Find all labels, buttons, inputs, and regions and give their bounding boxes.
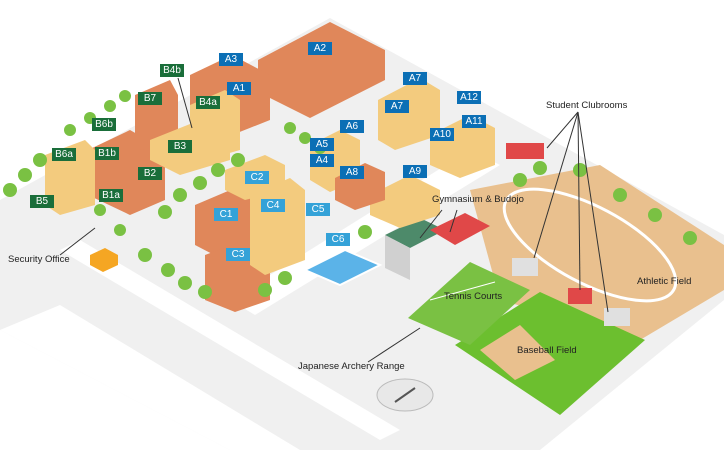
clubroom-3	[604, 308, 630, 326]
building-tag-c6: C6	[326, 233, 350, 246]
building-tag-c3: C3	[226, 248, 250, 261]
building-tag-c2: C2	[245, 171, 269, 184]
building-tag-c1: C1	[214, 208, 238, 221]
building-a2	[258, 22, 385, 118]
baseball-infield	[480, 325, 555, 380]
central-road	[60, 240, 400, 440]
clubroom-1	[512, 258, 538, 276]
building-tag-a10: A10	[430, 128, 454, 141]
label-baseball-field: Baseball Field	[517, 345, 577, 356]
building-tag-b3: B3	[168, 140, 192, 153]
baseball-field-ground	[455, 292, 645, 415]
swimming-pool	[302, 248, 383, 287]
building-tag-b1b: B1b	[95, 147, 119, 160]
building-tag-a4: A4	[310, 154, 334, 167]
building-tag-a8: A8	[340, 166, 364, 179]
building-tag-b4b: B4b	[160, 64, 184, 77]
building-tag-b6a: B6a	[52, 148, 76, 161]
building-tag-c5: C5	[306, 203, 330, 216]
building-a9	[370, 175, 440, 228]
gymnasium-wall	[385, 235, 410, 280]
building-tag-a7-upper: A7	[403, 72, 427, 85]
building-tag-a7-lower: A7	[385, 100, 409, 113]
building-tag-a11: A11	[462, 115, 486, 128]
building-tag-c4: C4	[261, 199, 285, 212]
label-athletic-field: Athletic Field	[637, 276, 692, 287]
building-tag-b4a: B4a	[196, 96, 220, 109]
tennis-courts-ground	[408, 262, 530, 345]
compass-needle	[394, 387, 416, 403]
building-a7	[378, 78, 440, 150]
building-tag-a6: A6	[340, 120, 364, 133]
security-office-building	[90, 248, 118, 272]
clubroom-2	[568, 288, 592, 304]
building-tag-a1: A1	[227, 82, 251, 95]
trees	[3, 90, 697, 299]
building-tag-a12: A12	[457, 91, 481, 104]
label-japanese-archery-range: Japanese Archery Range	[298, 361, 405, 372]
building-tag-b5: B5	[30, 195, 54, 208]
tennis-net	[429, 281, 496, 301]
building-tag-a2: A2	[308, 42, 332, 55]
building-tag-b2: B2	[138, 167, 162, 180]
building-tag-b7: B7	[138, 92, 162, 105]
building-tag-b6b: B6b	[92, 118, 116, 131]
main-road	[0, 305, 300, 450]
clubroom-4	[506, 143, 544, 159]
building-tag-a9: A9	[403, 165, 427, 178]
label-gymnasium-budojo: Gymnasium & Budojo	[432, 194, 524, 205]
label-tennis-courts: Tennis Courts	[444, 291, 503, 302]
label-security-office: Security Office	[8, 254, 70, 265]
building-tag-a3: A3	[219, 53, 243, 66]
running-track	[502, 187, 678, 303]
building-tag-b1a: B1a	[99, 189, 123, 202]
budojo-roof-red	[430, 213, 490, 245]
building-tag-a5: A5	[310, 138, 334, 151]
callout-lines	[59, 77, 609, 363]
label-student-clubrooms: Student Clubrooms	[546, 100, 628, 111]
